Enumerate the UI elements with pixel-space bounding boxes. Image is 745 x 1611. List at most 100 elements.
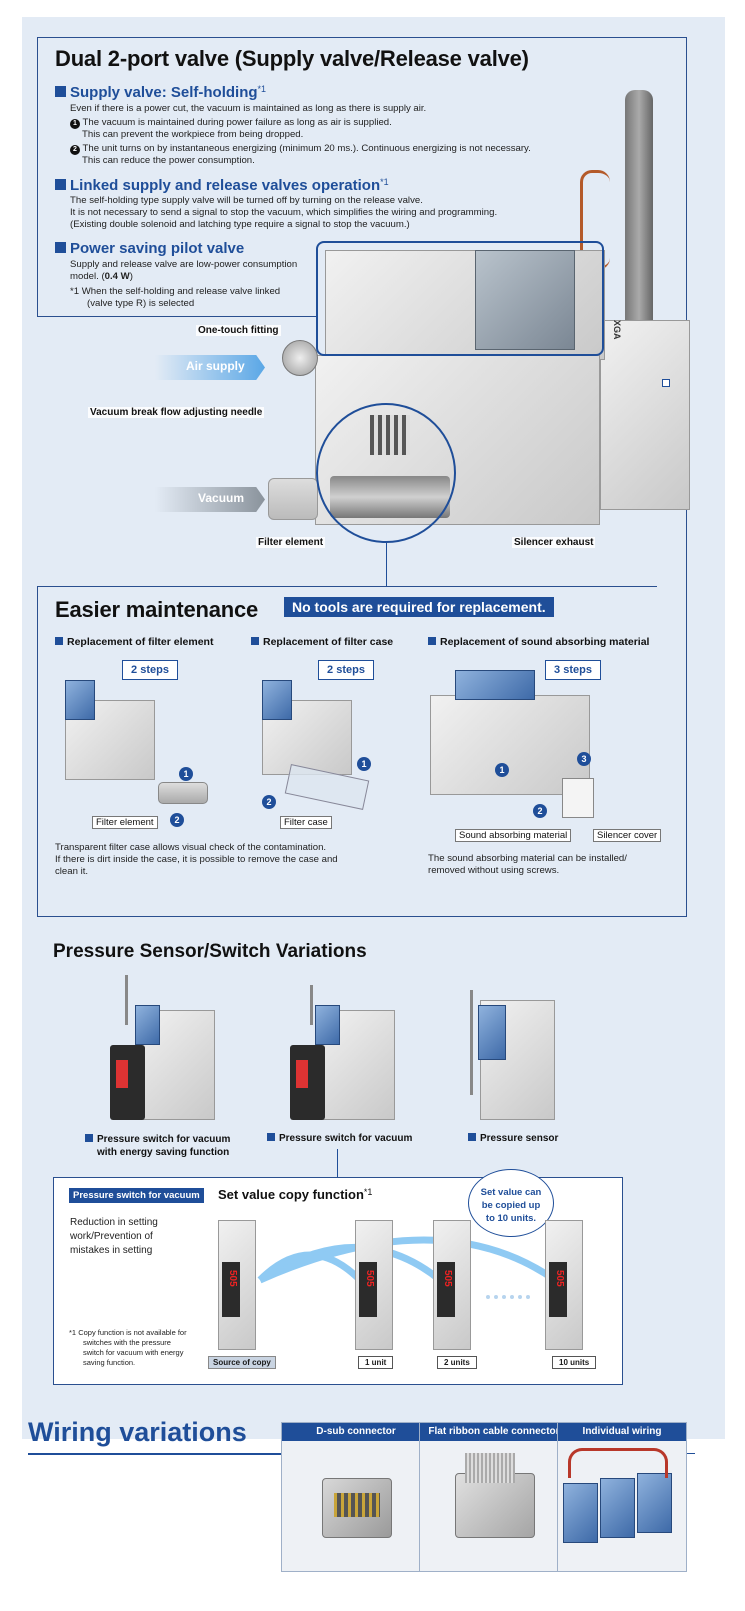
text-part: model. (	[70, 271, 105, 282]
square-bullet-icon	[85, 1134, 93, 1142]
square-bullet-icon	[267, 1133, 275, 1141]
copy-function-note: *1 Copy function is not available for sw…	[69, 1328, 209, 1368]
pressure-switch-icon	[437, 1262, 455, 1317]
step-number-icon: 1	[357, 757, 371, 771]
filter-element-icon	[158, 782, 208, 804]
dual-valve-title: Dual 2-port valve (Supply valve/Release …	[55, 46, 529, 71]
vacuum-arrow	[155, 487, 265, 512]
title-text: Set value copy function	[218, 1187, 364, 1202]
bubble-line: to 10 units.	[485, 1213, 537, 1224]
no-tools-badge: No tools are required for replacement.	[284, 597, 554, 617]
steps-badge: 3 steps	[545, 660, 601, 680]
maintenance-note-left: Transparent filter case allows visual ch…	[55, 842, 385, 878]
wiring-dsub-label: D-sub connector	[282, 1423, 430, 1441]
item-line: The unit turns on by instantaneous energ…	[82, 143, 531, 154]
solenoid-icon	[455, 670, 535, 700]
step-number-icon: 2	[533, 804, 547, 818]
solenoid-icon	[637, 1473, 672, 1533]
cable-icon	[470, 990, 473, 1095]
air-supply-label: Air supply	[186, 359, 245, 373]
frame-line	[37, 316, 317, 317]
caption-line: Pressure switch for vacuum	[279, 1133, 413, 1144]
display-value: 505	[554, 1270, 565, 1287]
wiring-individual: Individual wiring	[557, 1422, 687, 1572]
text-line: Reduction in setting	[70, 1217, 158, 1228]
text-line: The self-holding type supply valve will …	[70, 195, 423, 206]
text-line: It is not necessary to send a signal to …	[70, 207, 498, 218]
footnote-mark: *1	[363, 1187, 373, 1197]
step-number-icon: 3	[577, 752, 591, 766]
air-supply-arrow	[155, 355, 265, 380]
display-value: 505	[227, 1270, 238, 1287]
silencer-cover-caption: Silencer cover	[593, 829, 662, 842]
power-value: 0.4 W	[104, 271, 130, 282]
copy-function-title: Set value copy function*1	[218, 1187, 372, 1202]
cable-icon	[310, 985, 313, 1025]
copy-speech-bubble: Set value can be copied up to 10 units.	[468, 1169, 554, 1237]
vacuum-fitting-icon	[268, 478, 318, 520]
marker-square-icon	[662, 379, 670, 387]
solenoid-icon	[600, 1478, 635, 1538]
wiring-individual-label: Individual wiring	[558, 1423, 686, 1441]
maintenance-col-heading: Replacement of filter element	[55, 636, 213, 648]
silencer-exhaust-label: Silencer exhaust	[512, 537, 596, 548]
filter-case-caption: Filter case	[280, 816, 332, 829]
note-line: When the self-holding and release valve …	[81, 286, 281, 297]
supply-valve-text: Even if there is a power cut, the vacuum…	[70, 103, 630, 167]
text-line: mistakes in setting	[70, 1245, 153, 1256]
item-line: This can reduce the power consumption.	[82, 155, 255, 166]
pressure-switch-icon	[359, 1262, 377, 1317]
number-circle-icon: 1	[70, 119, 80, 129]
solenoid-icon	[262, 680, 292, 720]
text-line: model. (0.4 W)	[70, 271, 315, 283]
ribbon-cable-icon	[465, 1453, 515, 1483]
filter-highlight-circle	[316, 403, 456, 543]
solenoid-icon	[315, 1005, 340, 1045]
copy-function-tag: Pressure switch for vacuum	[69, 1188, 204, 1203]
filter-element-label: Filter element	[256, 537, 326, 548]
wiring-underline	[28, 1453, 283, 1455]
number-circle-icon: 2	[70, 145, 80, 155]
note-line: switches with the pressure	[83, 1338, 171, 1347]
solenoid-icon	[475, 250, 575, 350]
cable-icon	[625, 90, 653, 330]
power-saving-heading: Power saving pilot valve	[55, 240, 244, 257]
text-line: Transparent filter case allows visual ch…	[55, 842, 327, 853]
cable-icon	[125, 975, 128, 1025]
heading-text: Linked supply and release valves operati…	[70, 177, 381, 194]
one-touch-fitting-icon	[282, 340, 318, 376]
lead-wire-icon	[568, 1448, 668, 1478]
footnote-mark: *1	[70, 286, 80, 297]
square-bullet-icon	[55, 86, 66, 97]
item-line: This can prevent the workpiece from bein…	[82, 129, 304, 140]
sound-absorbing-caption: Sound absorbing material	[455, 829, 572, 842]
step-number-icon: 2	[170, 813, 184, 827]
unit-label-source: Source of copy	[208, 1356, 276, 1369]
bubble-line: be copied up	[481, 1200, 541, 1211]
solenoid-icon	[135, 1005, 160, 1045]
bubble-line: Set value can	[480, 1187, 542, 1198]
text-line: (Existing double solenoid and latching t…	[70, 219, 410, 230]
unit-label: 1 unit	[358, 1356, 394, 1369]
wiring-title: Wiring variations	[28, 1417, 247, 1447]
heading-text: Power saving pilot valve	[70, 240, 245, 257]
vacuum-label: Vacuum	[198, 491, 245, 505]
pressure-switch-icon	[549, 1262, 567, 1317]
display-icon	[296, 1060, 308, 1088]
one-touch-fitting-label: One-touch fitting	[196, 325, 281, 336]
text-line: Supply and release valve are low-power c…	[70, 259, 298, 270]
solenoid-icon	[563, 1483, 598, 1543]
note-line: Copy function is not available for	[78, 1328, 187, 1337]
copy-arrow-10	[258, 1236, 557, 1284]
sensor-caption: Pressure switch for vacuum with energy s…	[85, 1133, 230, 1159]
square-bullet-icon	[55, 637, 63, 645]
square-bullet-icon	[468, 1133, 476, 1141]
display-value: 505	[364, 1270, 375, 1287]
text-part: )	[129, 271, 133, 282]
steps-badge: 2 steps	[122, 660, 178, 680]
square-bullet-icon	[428, 637, 436, 645]
copy-function-desc: Reduction in setting work/Prevention of …	[70, 1216, 158, 1258]
heading-text: Replacement of filter element	[67, 636, 214, 648]
dsub-pins-icon	[334, 1493, 380, 1517]
maintenance-col-heading: Replacement of filter case	[251, 636, 393, 648]
